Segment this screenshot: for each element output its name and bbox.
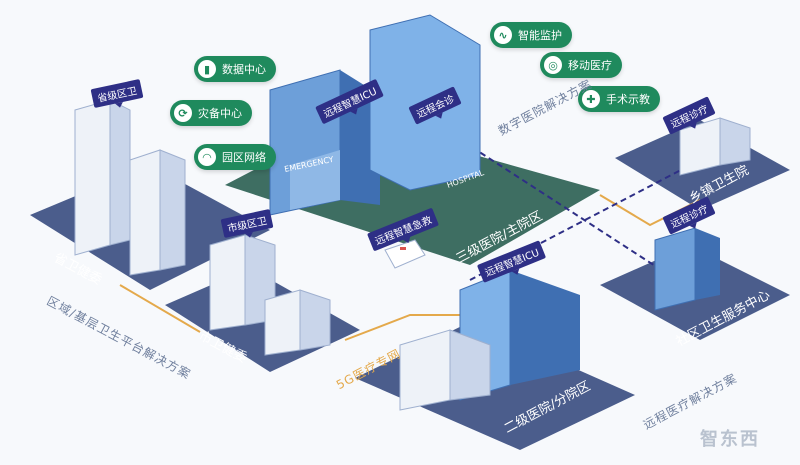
municipal-buildings (209, 234, 331, 356)
pill-data-center: ▮ 数据中心 (194, 56, 276, 82)
pill-label: 园区网络 (222, 151, 266, 164)
syringe-icon: ✚ (582, 90, 600, 108)
signal-icon: ◎ (544, 56, 562, 74)
community-building (654, 227, 720, 311)
pill-backup-center: ⟳ 灾备中心 (170, 100, 252, 126)
pill-smart-monitoring: ∿ 智能监护 (490, 22, 572, 48)
orange-link-left (119, 284, 201, 333)
pill-mobile-medical: ◎ 移动医疗 (540, 52, 622, 78)
orange-link-mid (344, 314, 470, 341)
pill-label: 数据中心 (222, 63, 266, 76)
pill-label: 移动医疗 (568, 59, 612, 72)
pill-label: 灾备中心 (198, 107, 242, 120)
secondary-hospital (399, 269, 580, 411)
pill-label: 手术示教 (606, 93, 650, 106)
pulse-icon: ∿ (494, 26, 512, 44)
pill-surgery-teaching: ✚ 手术示教 (578, 86, 660, 112)
refresh-icon: ⟳ (174, 104, 192, 122)
township-building (679, 117, 751, 176)
tertiary-hospital: EMERGENCY HOSPITAL (269, 14, 486, 216)
wifi-icon: ◠ (198, 148, 216, 166)
pill-campus-network: ◠ 园区网络 (194, 144, 276, 170)
pill-label: 智能监护 (518, 29, 562, 42)
watermark: 智东西 (700, 429, 760, 450)
provincial-tower (74, 99, 186, 276)
bar-chart-icon: ▮ (198, 60, 216, 78)
